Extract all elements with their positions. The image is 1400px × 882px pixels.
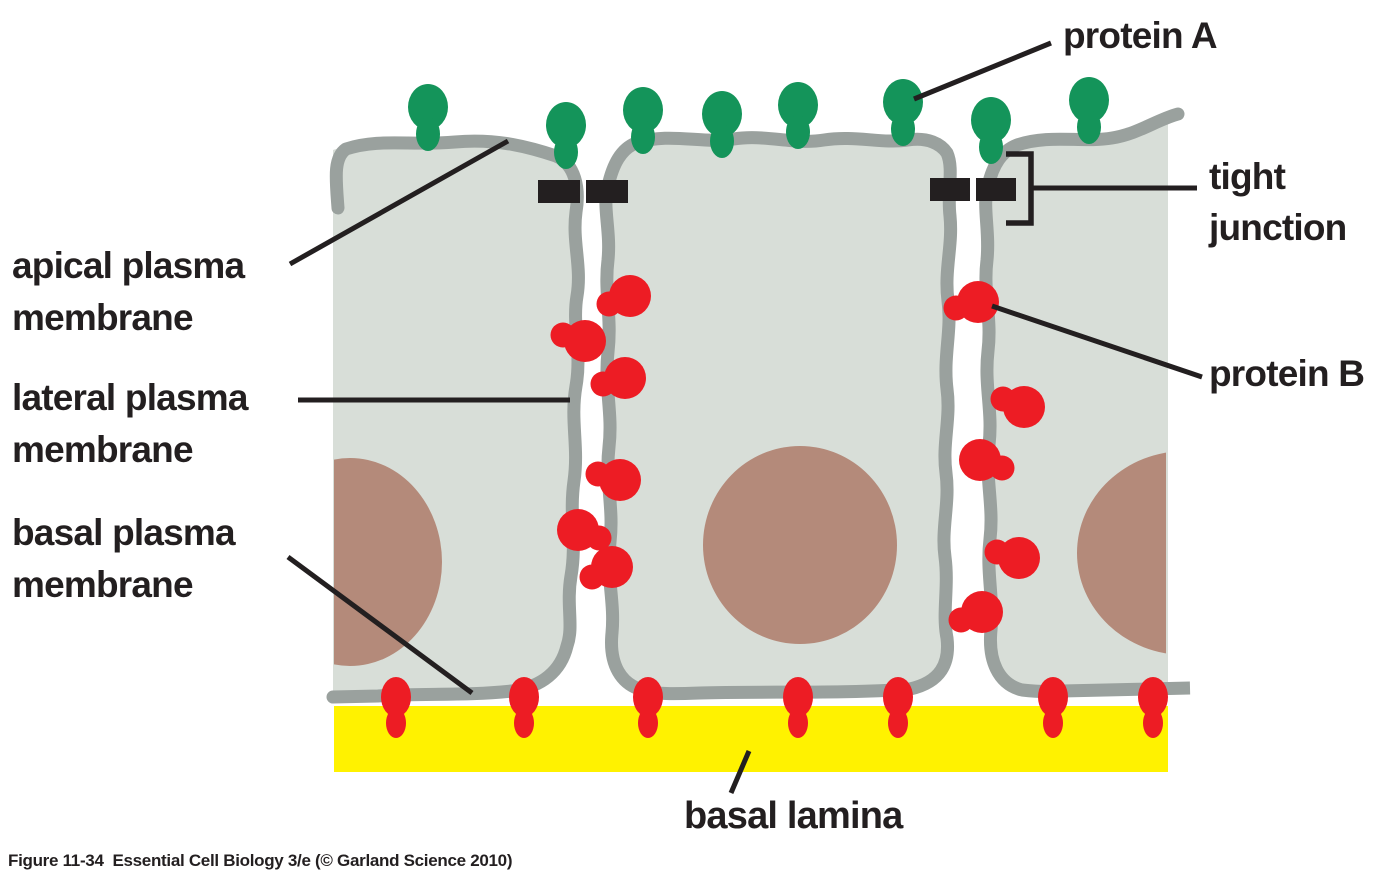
tight-junction-bracket	[1006, 151, 1034, 226]
protein-a-blob	[971, 97, 1011, 164]
protein-b-blob	[550, 320, 606, 362]
protein-b-blob	[943, 281, 999, 323]
label-apical-line2: membrane	[12, 297, 194, 338]
label-apical-line1: apical plasma	[12, 245, 245, 286]
protein-b-blob	[948, 591, 1003, 633]
protein-a-layer	[408, 77, 1109, 169]
nucleus-2	[703, 446, 897, 644]
protein-b-basal-blob	[633, 677, 663, 738]
leader-apical-plasma-membrane	[288, 138, 510, 267]
label-basal-lamina: basal lamina	[684, 790, 903, 842]
protein-b-blob	[990, 386, 1045, 428]
label-tight-junction-line2: junction	[1209, 207, 1347, 248]
label-lateral-plasma-membrane: lateral plasma membrane	[12, 372, 248, 476]
leader-protein-a	[913, 40, 1052, 102]
protein-b-basal-blob	[883, 677, 913, 738]
protein-a-blob	[1069, 77, 1109, 144]
protein-b-blob	[579, 546, 633, 590]
protein-a-blob	[702, 91, 742, 158]
nucleus-3	[1077, 452, 1166, 654]
protein-a-blob	[883, 79, 923, 146]
protein-b-basal-blob	[381, 677, 411, 738]
leader-basal-lamina	[728, 750, 752, 794]
protein-a-blob	[623, 87, 663, 154]
protein-a-blob	[408, 84, 448, 151]
protein-b-basal-blob	[783, 677, 813, 738]
nucleus-1	[334, 458, 442, 666]
protein-b-blob	[959, 439, 1015, 481]
tight-junction-layer	[538, 178, 1016, 203]
label-lateral-line2: membrane	[12, 429, 194, 470]
tight-junction-bar	[976, 178, 1016, 201]
protein-b-blob	[596, 275, 651, 317]
protein-b-basal-blob	[1038, 677, 1068, 738]
protein-b-basal-layer	[381, 677, 1168, 738]
protein-a-blob	[778, 82, 818, 149]
label-basal-lamina-text: basal lamina	[684, 795, 903, 837]
protein-b-basal-blob	[509, 677, 539, 738]
label-protein-b-text: protein B	[1209, 353, 1365, 394]
protein-b-blob	[590, 357, 646, 399]
label-basal-line2: membrane	[12, 564, 194, 605]
label-basal-plasma-membrane: basal plasma membrane	[12, 507, 236, 611]
label-apical-plasma-membrane: apical plasma membrane	[12, 240, 245, 344]
tight-junction-bar	[930, 178, 970, 201]
protein-b-basal-blob	[1138, 677, 1168, 738]
leader-protein-b	[991, 303, 1203, 380]
protein-b-blob	[984, 537, 1040, 579]
basal-lamina-band	[334, 706, 1168, 772]
label-tight-junction: tight junction	[1209, 151, 1347, 253]
label-lateral-line1: lateral plasma	[12, 377, 248, 418]
figure-caption: Figure 11-34 Essential Cell Biology 3/e …	[8, 851, 513, 870]
protein-b-lateral-layer	[550, 275, 1045, 633]
leader-basal-plasma-membrane	[286, 554, 474, 696]
protein-b-blob	[585, 459, 641, 501]
label-protein-b: protein B	[1209, 348, 1365, 400]
label-protein-a-text: protein A	[1063, 15, 1218, 56]
tight-junction-bar	[586, 180, 628, 203]
label-basal-line1: basal plasma	[12, 512, 236, 553]
protein-a-blob	[546, 102, 586, 169]
protein-b-blob	[557, 509, 612, 551]
label-tight-junction-line1: tight	[1209, 156, 1286, 197]
tight-junction-bar	[538, 180, 580, 203]
label-protein-a: protein A	[1063, 10, 1218, 62]
